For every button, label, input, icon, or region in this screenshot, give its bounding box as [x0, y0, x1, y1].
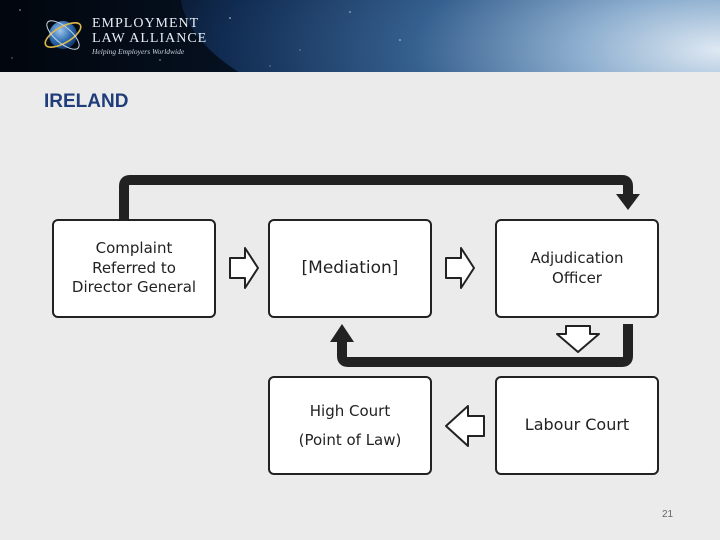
- connector-return-to-mediation: [337, 324, 633, 367]
- box-mediation: [Mediation]: [268, 219, 432, 318]
- arrow-left-icon: [445, 405, 485, 447]
- box-adjudication-label: Adjudication Officer: [530, 249, 624, 287]
- box-high-court: High Court (Point of Law): [268, 376, 432, 475]
- arrow-down-icon: [556, 325, 600, 353]
- connector-complaint-to-adjudication: [119, 175, 633, 219]
- slide-title: IRELAND: [44, 91, 129, 112]
- arrowhead-down-adjudication: [616, 194, 640, 210]
- box-high-court-label: High Court (Point of Law): [298, 402, 402, 449]
- arrow-right-icon-1: [229, 247, 259, 289]
- box-labour-court: Labour Court: [495, 376, 659, 475]
- box-labour-court-label: Labour Court: [524, 415, 630, 435]
- logo-tagline: Helping Employers Worldwide: [92, 47, 185, 56]
- earth-image: [180, 0, 720, 72]
- box-complaint-label: Complaint Referred to Director General: [71, 239, 197, 297]
- box-adjudication-officer: Adjudication Officer: [495, 219, 659, 318]
- starfield: [11, 9, 401, 67]
- page-number: 21: [662, 509, 674, 520]
- header-banner: EMPLOYMENT LAW ALLIANCE Helping Employer…: [0, 0, 720, 72]
- logo-text-employment: EMPLOYMENT: [92, 16, 200, 31]
- arrow-right-icon-2: [445, 247, 475, 289]
- globe-icon: [44, 20, 82, 50]
- box-mediation-label: [Mediation]: [301, 258, 399, 279]
- box-complaint: Complaint Referred to Director General: [52, 219, 216, 318]
- arrowhead-up-mediation: [330, 324, 354, 342]
- logo-text-law-alliance: LAW ALLIANCE: [92, 31, 208, 46]
